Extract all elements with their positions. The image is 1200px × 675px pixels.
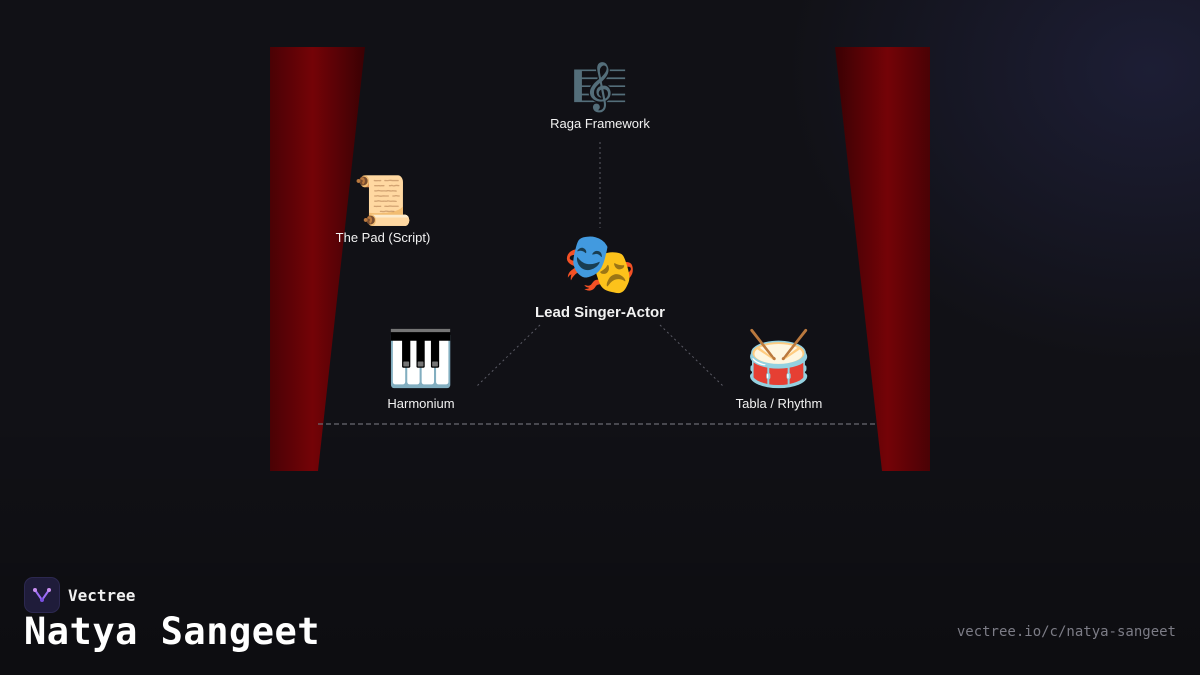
- performing-arts-masks-icon: 🎭: [562, 229, 638, 299]
- page-title: Natya Sangeet: [24, 610, 321, 653]
- node-label: The Pad (Script): [335, 230, 431, 245]
- node-harmonium: 🎹 Harmonium: [351, 327, 491, 412]
- node-raga-framework: 🎼 Raga Framework: [530, 64, 670, 131]
- left-curtain: [270, 47, 365, 471]
- brand: Vectree: [24, 577, 135, 613]
- musical-score-icon: 🎼: [571, 60, 629, 114]
- right-curtain: [835, 47, 930, 471]
- node-the-pad: 📜 The Pad (Script): [313, 177, 453, 245]
- node-label: Lead Singer-Actor: [534, 304, 666, 321]
- brand-name: Vectree: [68, 585, 136, 605]
- scroll-icon: 📜: [353, 173, 413, 229]
- piano-keys-icon: 🎹: [387, 327, 455, 390]
- vectree-logo-icon: [24, 577, 60, 613]
- node-label: Tabla / Rhythm: [735, 396, 823, 411]
- vectree-logo-glyph: [33, 588, 51, 602]
- node-tabla: 🥁 Tabla / Rhythm: [709, 327, 849, 412]
- source-url[interactable]: vectree.io/c/natya-sangeet: [956, 624, 1176, 640]
- drum-icon: 🥁: [745, 327, 813, 390]
- node-label: Harmonium: [387, 396, 455, 411]
- node-lead-singer-actor: 🎭 Lead Singer-Actor: [510, 234, 690, 321]
- node-label: Raga Framework: [550, 116, 650, 131]
